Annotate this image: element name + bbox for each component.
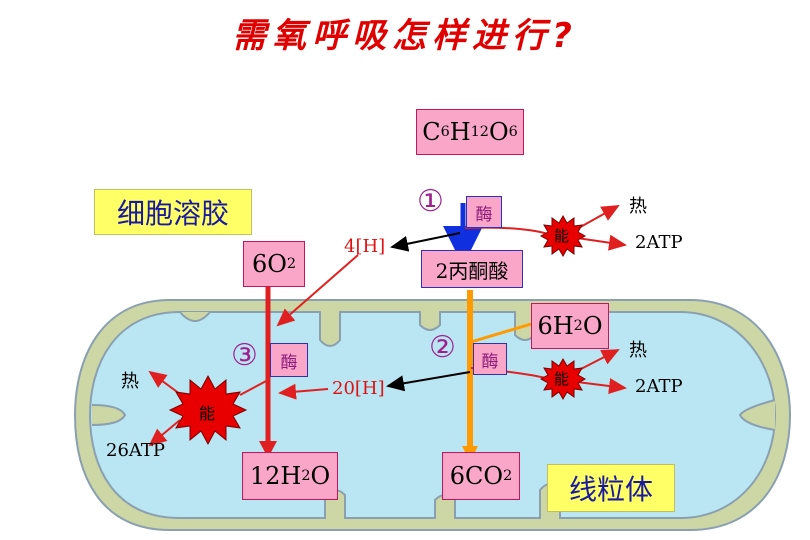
pyruvate-box: 2丙酮酸 [421, 250, 523, 288]
hydrogen-to-oxygen-arrow [276, 254, 359, 327]
energy-flow-1 [464, 226, 549, 235]
heat-label-3: 热 [121, 371, 139, 392]
crista-top [179, 311, 211, 322]
heat-label-1: 热 [629, 196, 647, 217]
hydrogen-to-oxygen-arrow-2 [278, 383, 329, 400]
mitochondrion-label: 线粒体 [547, 464, 675, 512]
heat-label-2: 热 [629, 340, 647, 361]
enzyme-label-3: 酶 [270, 343, 308, 377]
stage-1-marker: ① [417, 184, 444, 219]
hydrogen-arrow-1 [390, 232, 461, 252]
crista-left [91, 404, 127, 426]
water-input-arrow [470, 322, 532, 344]
energy-burst-3 [168, 374, 248, 446]
atp-label-1: 2ATP [635, 232, 683, 253]
hydrogen-arrow-2 [386, 371, 471, 392]
crista-right [738, 399, 776, 431]
energy-text-3: 能 [199, 404, 216, 423]
stage-3-marker: ③ [231, 338, 258, 373]
enzyme-label-2: 酶 [473, 343, 507, 375]
stage-2-marker: ② [429, 330, 456, 365]
energy-text-1: 能 [554, 227, 570, 245]
atp-label-3: 26ATP [106, 440, 166, 461]
hydrogen-label-1: 4[H] [344, 236, 386, 257]
page-title: 需氧呼吸怎样进行? [232, 16, 578, 56]
glucose-c: C [422, 118, 441, 146]
cytoplasm-label: 细胞溶胶 [94, 189, 252, 235]
enzyme-label-1: 酶 [466, 196, 502, 228]
energy-burst-1 [539, 214, 587, 258]
atp-label-2: 2ATP [635, 376, 683, 397]
hydrogen-label-2: 20[H] [332, 378, 385, 399]
energy-text-2: 能 [554, 370, 570, 388]
energy-burst-2 [539, 357, 587, 401]
